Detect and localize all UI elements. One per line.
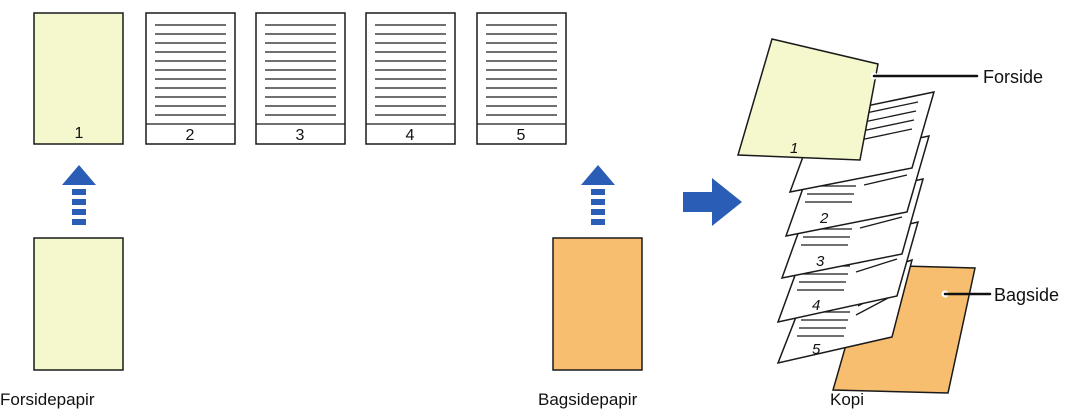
stack-number-5: 5 bbox=[812, 341, 821, 358]
front-callout: Forside bbox=[870, 67, 1043, 87]
stack-number-4: 4 bbox=[812, 297, 820, 314]
front-paper-sheet bbox=[33, 237, 124, 371]
stack-front-cover: 1 bbox=[737, 38, 879, 161]
stack-number-1: 1 bbox=[790, 140, 798, 157]
front-paper-caption: Forsidepapir bbox=[0, 390, 95, 409]
stack-number-2: 2 bbox=[819, 210, 829, 227]
original-page-1: 1 bbox=[33, 12, 124, 145]
copy-caption: Kopi bbox=[830, 390, 864, 409]
original-page-3: 3 bbox=[255, 12, 346, 145]
page-number-3: 3 bbox=[296, 127, 305, 144]
stack-number-3: 3 bbox=[816, 253, 825, 270]
page-number-5: 5 bbox=[517, 127, 526, 144]
original-page-4: 4 bbox=[365, 12, 456, 145]
back-paper-sheet bbox=[552, 237, 643, 371]
page-number-2: 2 bbox=[186, 127, 195, 144]
back-paper-caption: Bagsidepapir bbox=[538, 390, 638, 409]
front-label: Forside bbox=[983, 67, 1043, 87]
original-page-2: 2 bbox=[145, 12, 236, 145]
page-number-4: 4 bbox=[406, 127, 415, 144]
right-arrow-icon bbox=[683, 178, 742, 226]
page-number-1: 1 bbox=[75, 125, 84, 142]
back-label: Bagside bbox=[994, 285, 1059, 305]
dashed-up-arrow-icon bbox=[62, 165, 96, 225]
dashed-up-arrow-icon bbox=[581, 165, 615, 225]
original-page-5: 5 bbox=[476, 12, 567, 145]
back-callout: Bagside bbox=[941, 285, 1059, 305]
